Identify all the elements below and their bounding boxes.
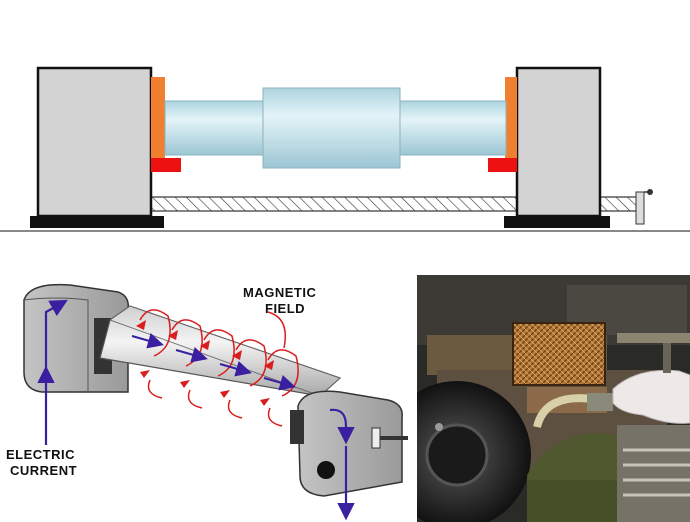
left-headstock-base (30, 216, 164, 228)
tailstock-handle (635, 191, 645, 225)
right-headstock (515, 66, 602, 218)
current-arrows (131, 333, 296, 391)
field-loops (139, 309, 299, 427)
electric-current-label-line2: CURRENT (10, 463, 77, 478)
inspection-photo (417, 275, 690, 522)
right-yoke (297, 390, 403, 497)
shaft-left-section (164, 100, 266, 156)
field-arrowheads (136, 320, 274, 406)
connector-hole (317, 461, 335, 479)
magnetic-field-label-line2: FIELD (265, 301, 305, 316)
bench-schematic (0, 66, 690, 232)
right-headstock-base (504, 216, 610, 228)
coil (512, 322, 606, 386)
left-headstock (36, 66, 153, 218)
shaft-right-section (397, 100, 507, 156)
magnetic-field-callout-line (267, 311, 286, 349)
magnetic-field-diagram: MAGNETIC FIELD ELECTRIC CURRENT (6, 283, 408, 521)
right-contact-pad (505, 77, 517, 171)
hand (612, 369, 690, 424)
left-clamp (151, 158, 181, 172)
shaft-center-section (262, 87, 401, 169)
left-contact-pad (151, 77, 165, 171)
magnetic-field-label-line1: MAGNETIC (243, 285, 316, 300)
electric-current-label-line1: ELECTRIC (6, 447, 75, 462)
right-clamp (488, 158, 517, 172)
